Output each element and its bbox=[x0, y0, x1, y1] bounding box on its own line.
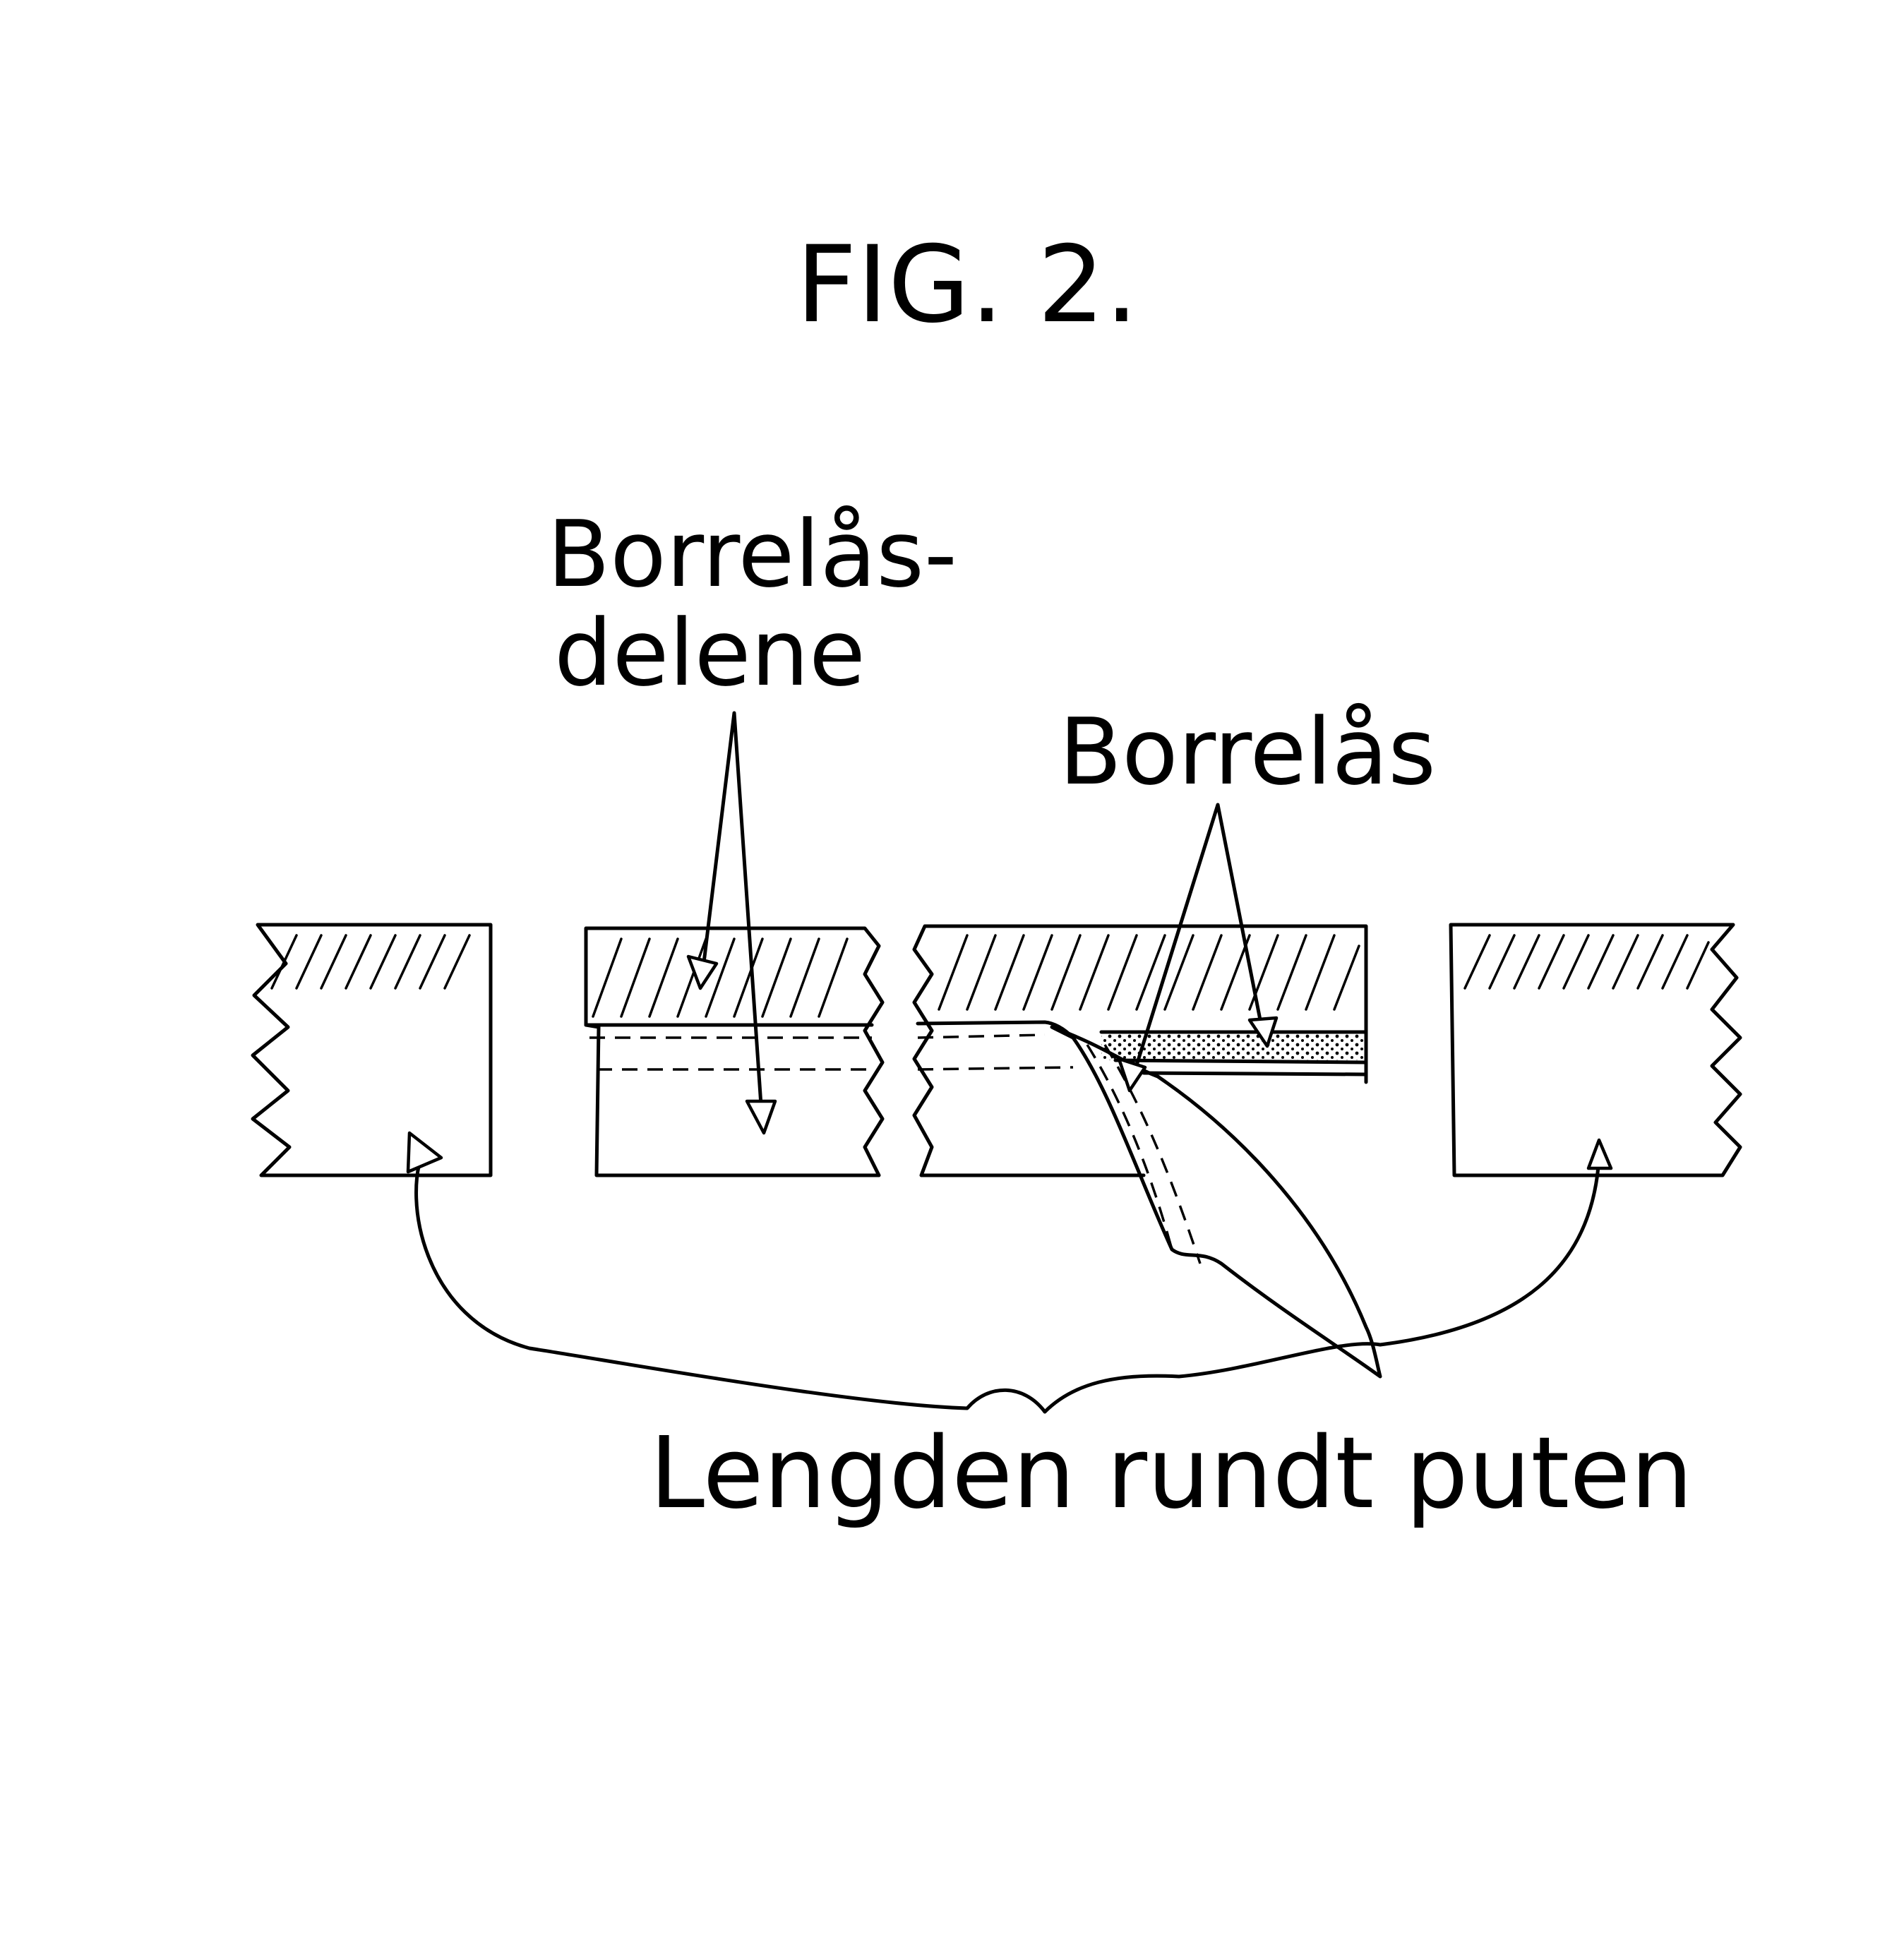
hatch-area-3 bbox=[938, 934, 1360, 1011]
arrowhead-length-right bbox=[1586, 1138, 1613, 1170]
velcro-strip bbox=[1099, 1030, 1368, 1077]
velcro-parts-leaders bbox=[686, 711, 777, 1135]
label-velcro-parts-line1: Borrelås- bbox=[547, 500, 957, 608]
arrowhead-velcro-right bbox=[1247, 1016, 1279, 1048]
arrowhead-length-left bbox=[406, 1131, 443, 1174]
cushion-segment-1 bbox=[251, 923, 493, 1177]
velcro-leaders bbox=[1117, 803, 1279, 1093]
hatch-area-2 bbox=[592, 937, 849, 1018]
arrowhead-velcro-parts-upper bbox=[686, 954, 719, 990]
label-velcro-parts-line2: delene bbox=[554, 599, 866, 707]
figure-title: FIG. 2. bbox=[796, 224, 1138, 347]
hatch-area-1 bbox=[270, 934, 471, 990]
peeled-flap bbox=[1050, 1025, 1382, 1379]
arrowhead-velcro-left bbox=[1117, 1057, 1147, 1093]
label-length-around-cushion: Lengden rundt puten bbox=[649, 1416, 1693, 1531]
cushion-segment-4 bbox=[1449, 923, 1742, 1177]
cushion-segment-3 bbox=[912, 924, 1382, 1379]
label-velcro: Borrelås bbox=[1059, 698, 1436, 805]
hatch-area-4 bbox=[1463, 934, 1710, 990]
cushion-segment-2 bbox=[584, 926, 885, 1177]
arrowhead-velcro-parts-lower bbox=[745, 1099, 777, 1135]
length-brace bbox=[406, 1131, 1613, 1414]
